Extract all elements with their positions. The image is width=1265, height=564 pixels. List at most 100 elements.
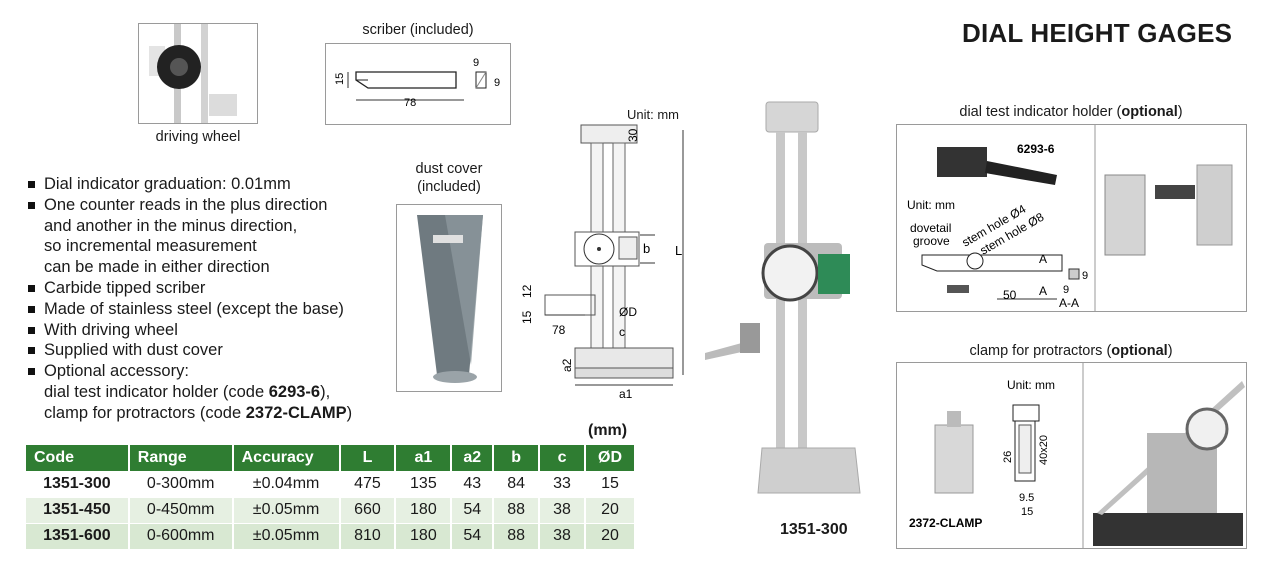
cell-od: 20 xyxy=(585,497,636,524)
clamp-box: Unit: mm 26 40x20 9.5 15 2372-CLAMP xyxy=(896,362,1247,549)
feature-item: Optional accessory: xyxy=(26,361,352,382)
cell-b: 88 xyxy=(493,497,541,524)
dti-unit: Unit: mm xyxy=(907,198,955,212)
col-b-header: b xyxy=(493,445,541,471)
clamp-dim-40: 40x20 xyxy=(1038,435,1050,465)
cell-od: 15 xyxy=(585,471,636,498)
dti-dovetail-2: groove xyxy=(913,234,950,248)
main-model-label: 1351-300 xyxy=(780,521,848,538)
clamp-dim-15: 15 xyxy=(1021,506,1033,518)
feature-item: One counter reads in the plus direction xyxy=(26,195,352,216)
dim-L: L xyxy=(675,243,682,258)
dim-od: ØD xyxy=(619,305,637,319)
feature-continuation: and another in the minus direction, xyxy=(44,216,298,235)
table-row: 1351-600 0-600mm ±0.05mm 810 180 54 88 3… xyxy=(26,523,636,550)
dti-holder-box: 6293-6 Unit: mm dovetail groove stem hol… xyxy=(896,124,1247,312)
scriber-dim-w2: 9 xyxy=(494,77,500,89)
clamp-unit: Unit: mm xyxy=(1007,378,1055,392)
dti-holder-diagram: 6293-6 Unit: mm dovetail groove stem hol… xyxy=(907,125,1233,311)
col-a1-header: a1 xyxy=(395,445,453,471)
cell-code: 1351-450 xyxy=(26,497,130,524)
dti-dovetail-1: dovetail xyxy=(910,221,951,235)
feature-item: Dial indicator graduation: 0.01mm xyxy=(26,174,352,195)
cell-l: 810 xyxy=(339,523,397,550)
cell-c: 33 xyxy=(539,471,586,498)
dust-cover-photo xyxy=(396,204,502,392)
table-unit-label: (mm) xyxy=(588,422,628,439)
dust-cover-caption-1: dust cover xyxy=(415,161,483,177)
scriber-diagram: 15 78 9 9 xyxy=(334,57,500,109)
col-c-header: c xyxy=(539,445,586,471)
dim-c: c xyxy=(619,325,625,339)
cell-accuracy: ±0.05mm xyxy=(232,497,341,524)
dim-12: 12 xyxy=(520,284,534,298)
dust-cover-illustration xyxy=(417,215,483,383)
driving-wheel-illustration xyxy=(149,24,237,123)
clamp-dim-26: 26 xyxy=(1002,451,1014,463)
dim-30: 30 xyxy=(626,128,640,142)
dti-dim-9a: 9 xyxy=(1082,270,1088,282)
cell-range: 0-600mm xyxy=(128,523,234,550)
accessory-line-2: clamp for protractors (code 2372-CLAMP) xyxy=(44,403,353,422)
scriber-dim-h: 15 xyxy=(334,73,346,85)
cell-accuracy: ±0.05mm xyxy=(232,523,341,550)
cell-a1: 180 xyxy=(395,497,453,524)
dim-b: b xyxy=(643,241,650,256)
clamp-dim-95: 9.5 xyxy=(1019,492,1034,504)
cell-a2: 54 xyxy=(451,497,495,524)
col-accuracy-header: Accuracy xyxy=(232,445,341,471)
col-l-header: L xyxy=(339,445,397,471)
dti-dim-9b: 9 xyxy=(1063,284,1069,296)
table-header-row: Code Range Accuracy L a1 a2 b c ØD xyxy=(26,445,636,471)
dti-sec-a1: A xyxy=(1039,252,1047,266)
dim-a2: a2 xyxy=(560,358,574,372)
cell-accuracy: ±0.04mm xyxy=(232,471,341,498)
dti-dim-50: 50 xyxy=(1003,288,1017,302)
cell-l: 475 xyxy=(339,471,397,498)
clamp-code: 2372-CLAMP xyxy=(909,516,982,530)
feature-continuation: can be made in either direction xyxy=(44,258,270,277)
col-range-header: Range xyxy=(128,445,234,471)
cell-b: 88 xyxy=(493,523,541,550)
scriber-dim-w1: 9 xyxy=(473,57,479,69)
clamp-title: clamp for protractors (optional) xyxy=(969,343,1173,359)
cell-a1: 180 xyxy=(395,523,453,550)
cell-b: 84 xyxy=(493,471,541,498)
dim-15: 15 xyxy=(520,310,534,324)
feature-continuation: so incremental measurement xyxy=(44,237,257,256)
table-row: 1351-300 0-300mm ±0.04mm 475 135 43 84 3… xyxy=(26,471,636,498)
scriber-drawing: 15 78 9 9 xyxy=(325,43,511,125)
dti-sec-a2: A xyxy=(1039,284,1047,298)
scriber-caption: scriber (included) xyxy=(362,22,474,38)
cell-a1: 135 xyxy=(395,471,453,498)
dim-78: 78 xyxy=(552,323,566,337)
cell-c: 38 xyxy=(539,523,586,550)
cell-a2: 54 xyxy=(451,523,495,550)
dim-a1: a1 xyxy=(619,387,633,400)
unit-label: Unit: mm xyxy=(627,107,679,122)
cell-range: 0-450mm xyxy=(128,497,234,524)
feature-item: Supplied with dust cover xyxy=(26,340,352,361)
dti-sec-aa: A-A xyxy=(1059,296,1079,310)
dti-code: 6293-6 xyxy=(1017,142,1055,156)
feature-item: With driving wheel xyxy=(26,320,352,341)
feature-list: Dial indicator graduation: 0.01mm One co… xyxy=(26,174,352,424)
height-gage-drawing: 30 b L 12 15 78 ØD c a2 a1 xyxy=(520,124,684,400)
page-title: DIAL HEIGHT GAGES xyxy=(962,18,1233,48)
table-row: 1351-450 0-450mm ±0.05mm 660 180 54 88 3… xyxy=(26,497,636,524)
cell-a2: 43 xyxy=(451,471,495,498)
dti-holder-title: dial test indicator holder (optional) xyxy=(959,104,1183,120)
product-photo xyxy=(705,101,861,494)
cell-c: 38 xyxy=(539,497,586,524)
clamp-diagram: Unit: mm 26 40x20 9.5 15 2372-CLAMP xyxy=(909,363,1245,548)
col-od-header: ØD xyxy=(585,445,636,471)
col-a2-header: a2 xyxy=(451,445,495,471)
col-code-header: Code xyxy=(26,445,130,471)
feature-item: Made of stainless steel (except the base… xyxy=(26,299,352,320)
cell-code: 1351-300 xyxy=(26,471,130,498)
spec-table: Code Range Accuracy L a1 a2 b c ØD 1351-… xyxy=(26,445,636,550)
accessory-line-1: dial test indicator holder (code 6293-6)… xyxy=(44,382,331,401)
cell-code: 1351-600 xyxy=(26,523,130,550)
scriber-dim-len: 78 xyxy=(404,97,416,109)
driving-wheel-photo xyxy=(138,23,258,124)
